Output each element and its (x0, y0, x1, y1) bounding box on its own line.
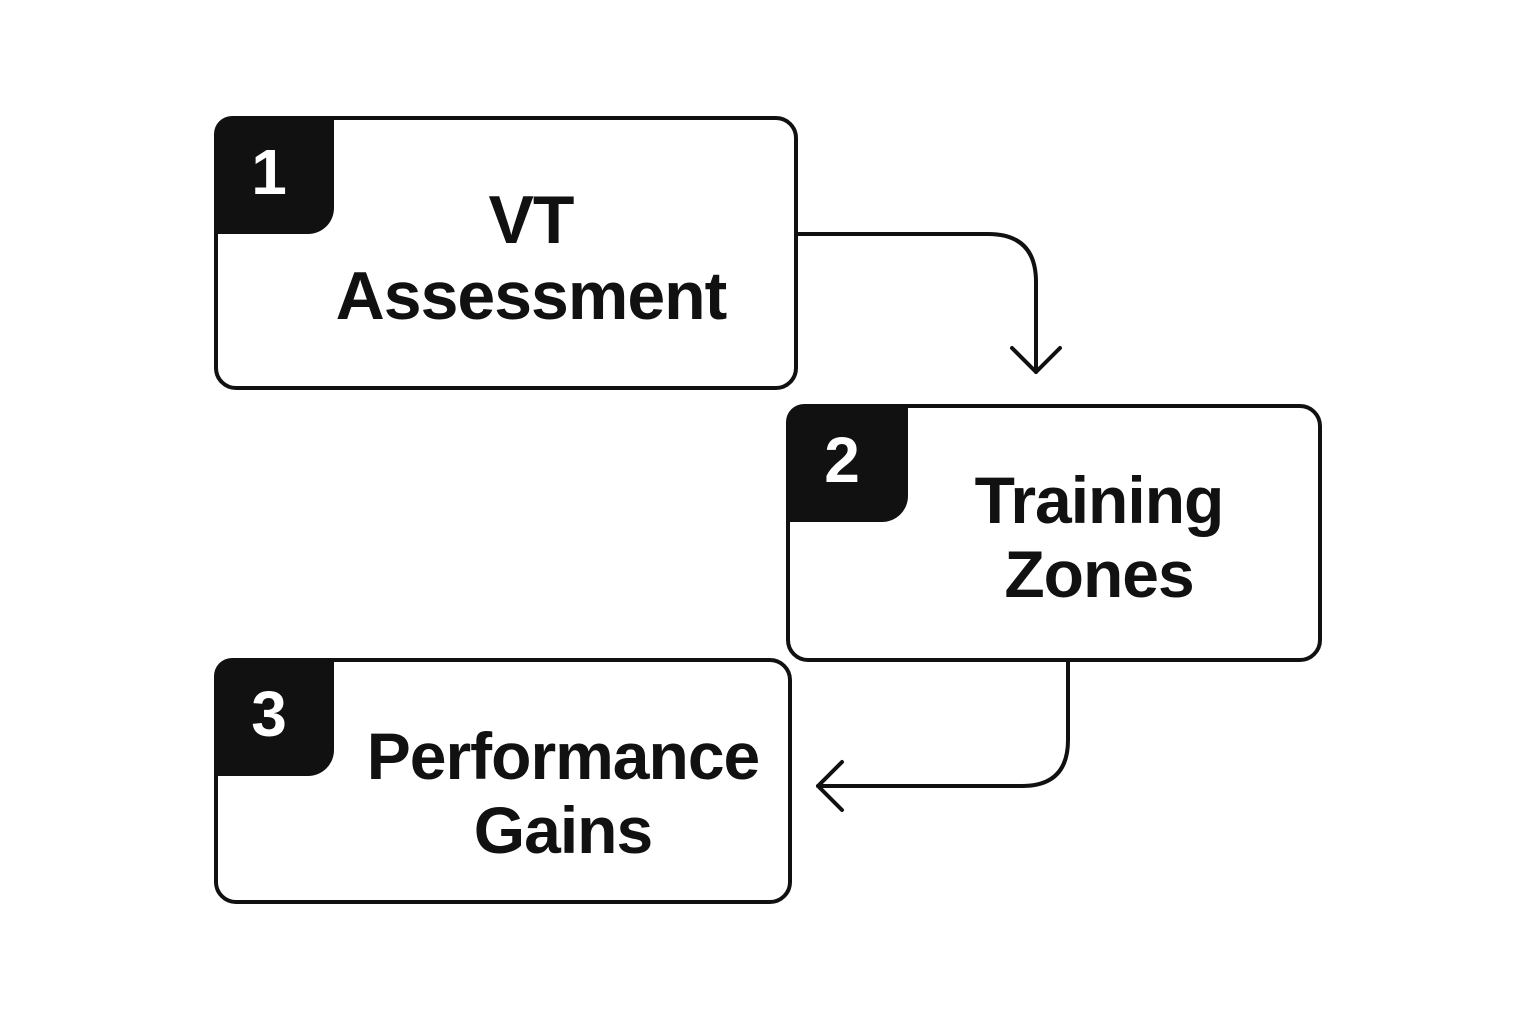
step-label: VT Assessment (335, 182, 728, 335)
step-1-box: 1 VT Assessment (214, 116, 798, 390)
step-label: Training Zones (974, 463, 1225, 611)
step-number-badge: 1 (214, 116, 334, 234)
step-3-box: 3 Performance Gains (214, 658, 792, 904)
step-number-badge: 3 (214, 658, 334, 776)
connector-1-to-2 (796, 232, 1038, 374)
step-2-box: 2 Training Zones (786, 404, 1322, 662)
step-label: Performance Gains (366, 719, 761, 867)
step-number-badge: 2 (786, 404, 908, 522)
arrowhead-down-icon (1010, 346, 1062, 374)
connector-2-to-3 (816, 660, 1070, 788)
arrowhead-left-icon (816, 760, 844, 812)
